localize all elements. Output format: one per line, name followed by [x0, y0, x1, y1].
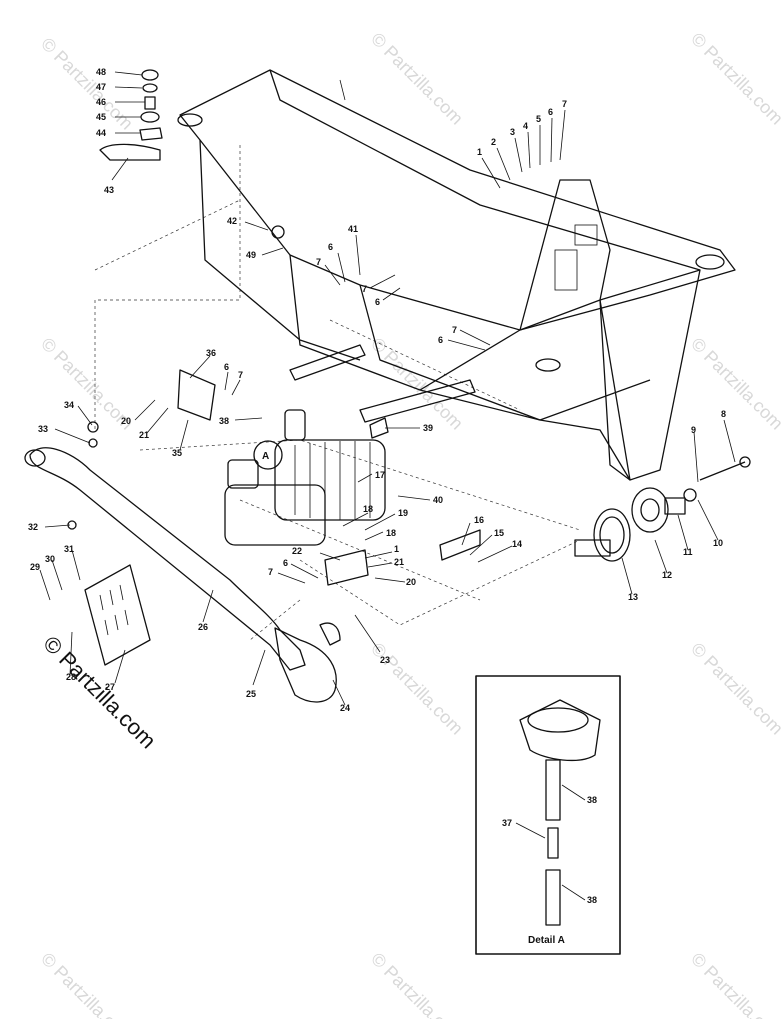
watermark-text: © Partzilla.com: [687, 639, 781, 739]
callout-14[interactable]: 14: [512, 539, 522, 549]
callouts: 48 47 46 45 44 43 42 49 1 2 3 4 5 6 7 41…: [28, 67, 726, 905]
callout-38[interactable]: 38: [219, 416, 229, 426]
callout-18[interactable]: 18: [363, 504, 373, 514]
callout-6[interactable]: 6: [283, 558, 288, 568]
watermark-text: © Partzilla.com: [37, 34, 137, 134]
callout-46[interactable]: 46: [96, 97, 106, 107]
callout-24[interactable]: 24: [340, 703, 350, 713]
callout-37[interactable]: 37: [502, 818, 512, 828]
callout-38[interactable]: 38: [587, 795, 597, 805]
watermark-text: © Partzilla.com: [37, 949, 137, 1019]
callout-7[interactable]: 7: [562, 99, 567, 109]
callout-18[interactable]: 18: [386, 528, 396, 538]
callout-5[interactable]: 5: [536, 114, 541, 124]
callout-27[interactable]: 27: [105, 682, 115, 692]
callout-7[interactable]: 7: [316, 257, 321, 267]
watermark-text: © Partzilla.com: [687, 334, 781, 434]
callout-21[interactable]: 21: [394, 557, 404, 567]
leader-lines: [39, 71, 736, 901]
callout-6[interactable]: 6: [548, 107, 553, 117]
callout-39[interactable]: 39: [423, 423, 433, 433]
callout-6[interactable]: 6: [224, 362, 229, 372]
callout-6[interactable]: 6: [375, 297, 380, 307]
watermark-text: © Partzilla.com: [367, 639, 467, 739]
callout-48[interactable]: 48: [96, 67, 106, 77]
watermark-text-dark: © Partzilla.com: [38, 631, 161, 754]
axle-hub: [574, 456, 751, 562]
detail-marker: A: [262, 451, 269, 462]
callout-47[interactable]: 47: [96, 82, 106, 92]
callout-3[interactable]: 3: [510, 127, 515, 137]
callout-20[interactable]: 20: [406, 577, 416, 587]
callout-20[interactable]: 20: [121, 416, 131, 426]
assembly-lines: [94, 145, 581, 641]
callout-10[interactable]: 10: [713, 538, 723, 548]
callout-49[interactable]: 49: [246, 250, 256, 260]
callout-15[interactable]: 15: [494, 528, 504, 538]
callout-4[interactable]: 4: [523, 121, 528, 131]
callout-7[interactable]: 7: [268, 567, 273, 577]
frame: [177, 69, 736, 481]
callout-6[interactable]: 6: [438, 335, 443, 345]
callout-25[interactable]: 25: [246, 689, 256, 699]
callout-38[interactable]: 38: [587, 895, 597, 905]
callout-16[interactable]: 16: [474, 515, 484, 525]
callout-1[interactable]: 1: [394, 544, 399, 554]
callout-40[interactable]: 40: [433, 495, 443, 505]
callout-7[interactable]: 7: [238, 370, 243, 380]
callout-31[interactable]: 31: [64, 544, 74, 554]
callout-36[interactable]: 36: [206, 348, 216, 358]
engine: A: [224, 409, 386, 546]
callout-7[interactable]: 7: [362, 284, 367, 294]
callout-7[interactable]: 7: [452, 325, 457, 335]
detail-a-inset: Detail A: [475, 675, 621, 955]
callout-19[interactable]: 19: [398, 508, 408, 518]
callout-32[interactable]: 32: [28, 522, 38, 532]
callout-44[interactable]: 44: [96, 128, 106, 138]
callout-13[interactable]: 13: [628, 592, 638, 602]
callout-45[interactable]: 45: [96, 112, 106, 122]
callout-2[interactable]: 2: [491, 137, 496, 147]
callout-23[interactable]: 23: [380, 655, 390, 665]
watermark-text: © Partzilla.com: [367, 29, 467, 129]
callout-33[interactable]: 33: [38, 424, 48, 434]
callout-30[interactable]: 30: [45, 554, 55, 564]
watermark-text: © Partzilla.com: [687, 949, 781, 1019]
callout-21[interactable]: 21: [139, 430, 149, 440]
callout-42[interactable]: 42: [227, 216, 237, 226]
callout-22[interactable]: 22: [292, 546, 302, 556]
mount-stack: [99, 69, 163, 161]
callout-12[interactable]: 12: [662, 570, 672, 580]
callout-6[interactable]: 6: [328, 242, 333, 252]
detail-a-label: Detail A: [528, 935, 565, 946]
callout-34[interactable]: 34: [64, 400, 74, 410]
watermark-text: © Partzilla.com: [367, 949, 467, 1019]
callout-43[interactable]: 43: [104, 185, 114, 195]
exhaust: [24, 447, 341, 703]
watermark-text: © Partzilla.com: [687, 29, 781, 129]
callout-28[interactable]: 28: [66, 672, 76, 682]
callout-1[interactable]: 1: [477, 147, 482, 157]
callout-11[interactable]: 11: [683, 547, 693, 557]
callout-35[interactable]: 35: [172, 448, 182, 458]
callout-41[interactable]: 41: [348, 224, 358, 234]
callout-8[interactable]: 8: [721, 409, 726, 419]
callout-17[interactable]: 17: [375, 470, 385, 480]
callout-26[interactable]: 26: [198, 622, 208, 632]
watermark-layer: © Partzilla.com © Partzilla.com © Partzi…: [37, 29, 781, 1019]
callout-9[interactable]: 9: [691, 425, 696, 435]
callout-29[interactable]: 29: [30, 562, 40, 572]
